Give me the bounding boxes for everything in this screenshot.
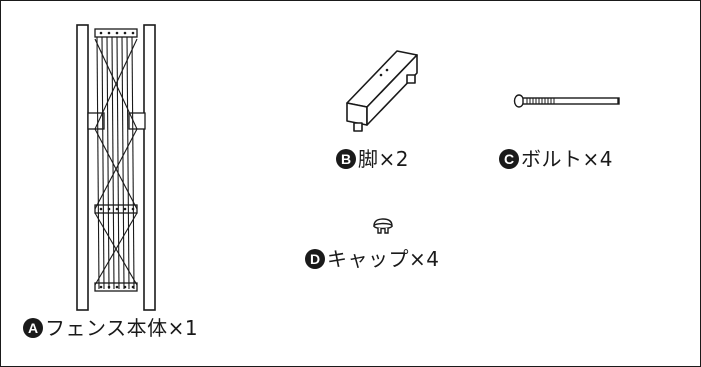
cap-label: D キャップ×4 (305, 249, 439, 269)
fence-body-text: フェンス本体×1 (45, 316, 199, 340)
badge-a: A (23, 318, 43, 338)
cap-illustration (373, 218, 393, 234)
bolt-illustration (513, 94, 620, 108)
leg-text: 脚×2 (358, 147, 409, 171)
bolt-text: ボルト×4 (521, 147, 613, 171)
cap-text: キャップ×4 (327, 247, 440, 271)
badge-d: D (305, 249, 325, 269)
fence-body-label: A フェンス本体×1 (23, 318, 198, 338)
leg-illustration (346, 50, 418, 132)
badge-c: C (499, 149, 519, 169)
leg-label: B 脚×2 (336, 149, 409, 169)
bolt-label: C ボルト×4 (499, 149, 613, 169)
badge-b: B (336, 149, 356, 169)
fence-body-illustration (76, 24, 156, 311)
